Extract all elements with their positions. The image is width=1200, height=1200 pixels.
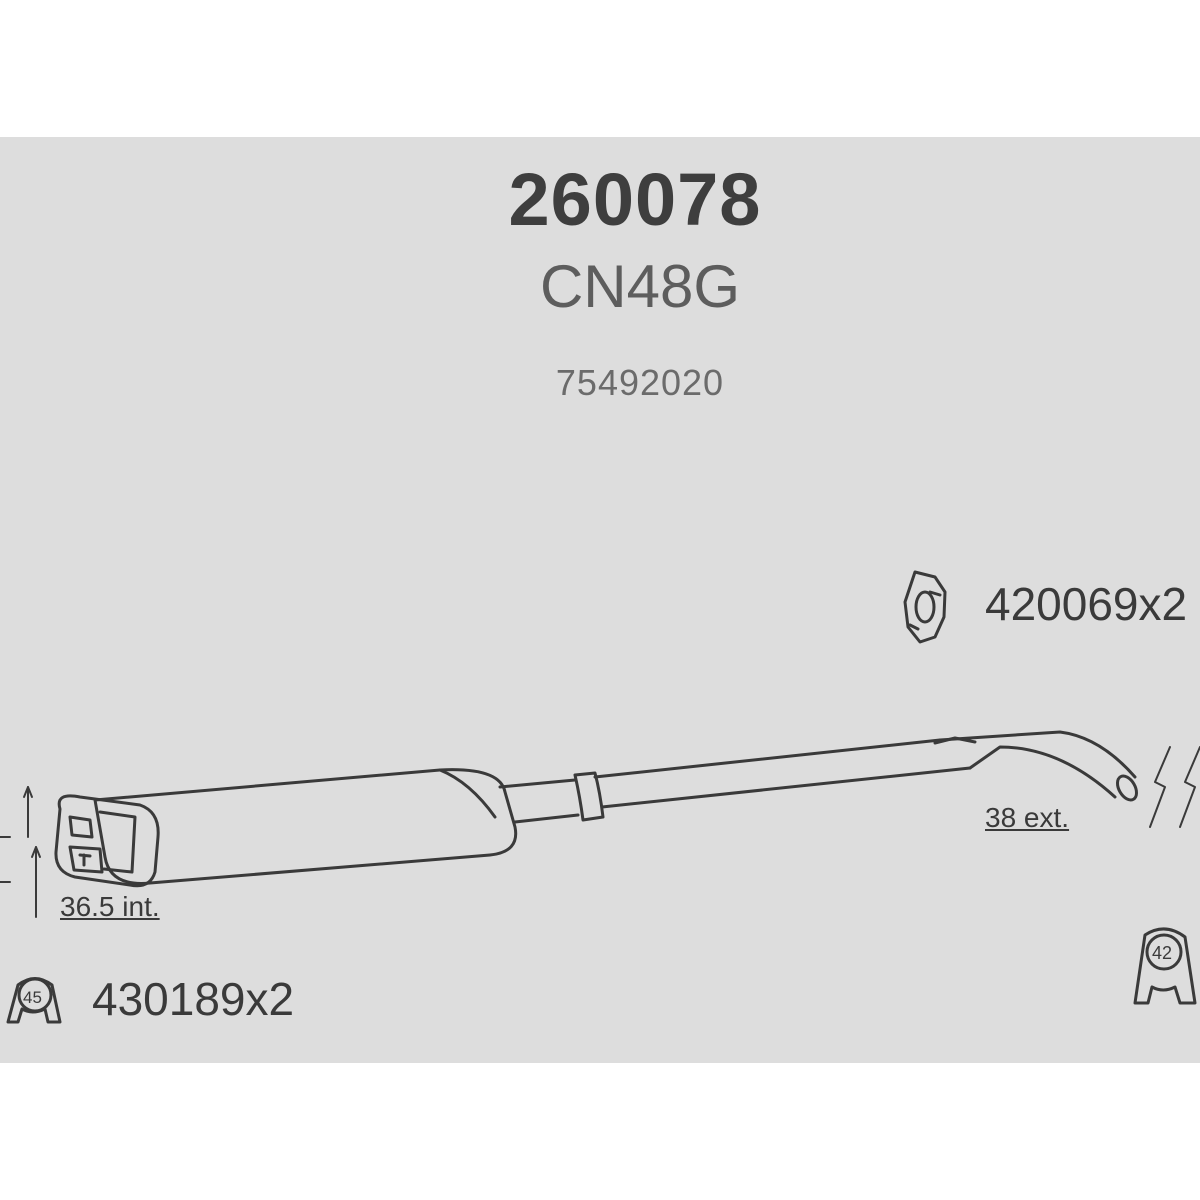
bend-lower [968,745,1117,799]
clamp-icon-right [1133,927,1197,1005]
dimension-marks [0,786,41,918]
clamp-size-left: 45 [23,988,42,1007]
exhaust-drawing: 45 42 [0,570,1200,1024]
clamp-reference: 430189x2 [92,973,295,1025]
clamp-icon-left [6,977,62,1024]
pipe-lower [513,813,580,824]
model-code: CN48G [539,253,741,320]
part-number: 260078 [508,158,762,241]
muffler-seam [438,768,497,819]
outlet-end [1116,774,1138,802]
gasket-icon [903,570,947,644]
long-pipe-upper [593,738,942,779]
bend-upper [938,730,1137,779]
coupling [573,771,605,822]
outlet-diameter: 38 ext. [985,802,1070,833]
muffler-body [93,768,518,885]
gasket-reference: 420069x2 [985,578,1188,630]
flange-icon [54,794,160,888]
long-pipe-lower [600,766,972,809]
break-marks [1149,746,1200,828]
clamp-size-right: 42 [1152,943,1172,963]
catalog-sheet: 260078 CN48G 75492020 [0,137,1200,1063]
oem-number: 75492020 [555,362,725,403]
inlet-diameter: 36.5 int. [60,891,160,922]
pipe-upper [498,778,577,789]
